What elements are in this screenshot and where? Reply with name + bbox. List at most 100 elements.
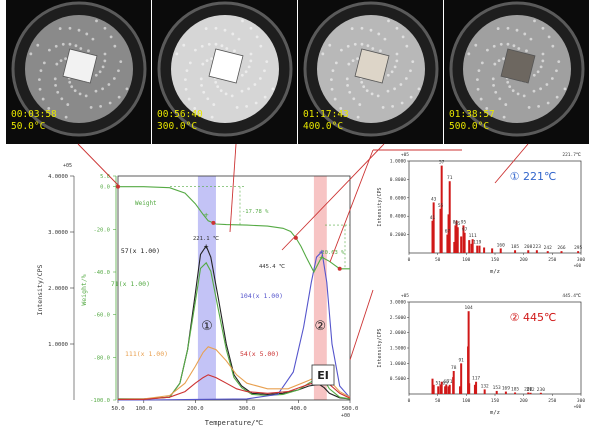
spectrum-y-tick-label: 0.4000 [390, 214, 407, 220]
texture-dot [557, 60, 561, 64]
texture-dot [399, 83, 403, 86]
spectrum-peak [463, 232, 466, 253]
spectrum-peak [455, 220, 458, 253]
texture-dot [263, 69, 266, 73]
texture-dot [42, 61, 46, 65]
texture-dot [47, 48, 51, 52]
texture-dot [506, 42, 510, 46]
spectrum-y-label: Intensity/CPS [377, 187, 383, 226]
texture-dot [517, 47, 521, 50]
texture-dot [502, 57, 505, 61]
photo-time: 01:38:57 [449, 109, 495, 120]
ei-label: EI [317, 369, 329, 382]
left-y-tick-label: 2.0000 [48, 286, 68, 292]
weight-legend-label: Weight [135, 200, 157, 207]
texture-dot [476, 87, 480, 91]
spectrum-peak [514, 392, 517, 394]
texture-dot [522, 94, 526, 98]
texture-dot [85, 32, 89, 36]
spectrum-peak [456, 227, 459, 253]
right-y-tick-label: -80.0 [93, 355, 110, 361]
texture-dot [405, 44, 409, 48]
spectrum-peak [539, 392, 542, 394]
texture-dot [393, 87, 396, 91]
texture-dot [36, 43, 40, 47]
series-label: 71(x 1.00) [111, 280, 150, 288]
right-y-tick-label: 5.0 [100, 174, 110, 180]
right-y-tick-label: 0.0 [100, 185, 110, 191]
spectrum-y-tick-label: 0.8000 [390, 177, 407, 183]
texture-dot [245, 105, 248, 108]
spectrum-peak-label: 65 [444, 379, 450, 385]
spectrum-peak-label: 295 [574, 245, 582, 251]
texture-dot [200, 44, 204, 48]
texture-dot [68, 42, 72, 46]
peak-temperature-label: 445.4 ℃ [259, 264, 286, 270]
spectrum-y-tick-label: 0.6000 [390, 195, 407, 201]
texture-dot [541, 52, 545, 56]
texture-dot [55, 62, 59, 66]
texture-dot [480, 61, 484, 65]
texture-dot [73, 89, 77, 93]
texture-dot [555, 95, 559, 99]
left-axis-label: Intensity/CPS [36, 264, 44, 315]
left-axis-exponent: +05 [63, 163, 72, 169]
spectrum-x-tick-label: 150 [491, 398, 499, 404]
texture-dot [112, 77, 116, 80]
texture-dot [99, 105, 102, 108]
texture-dot [347, 62, 351, 66]
texture-dot [494, 90, 498, 94]
texture-dot [493, 62, 497, 66]
texture-dot [362, 85, 366, 89]
spectrum-peak [446, 234, 449, 253]
texture-dot [117, 95, 121, 99]
texture-dot [200, 84, 203, 87]
spectrum-peak [460, 236, 463, 253]
texture-dot [550, 77, 554, 80]
texture-dot [391, 105, 394, 108]
spectrum-peak [535, 250, 538, 253]
spectrum-peak-label: 132 [481, 383, 489, 389]
texture-dot [74, 44, 78, 48]
right-axis-label: Weight/% [80, 274, 88, 305]
spectrum-peak [478, 245, 481, 253]
spectrum-peak-label: 242 [544, 245, 552, 251]
weight-marker [293, 235, 298, 240]
spectrum-peak [440, 165, 443, 253]
spectrum-peak [439, 384, 442, 394]
texture-dot [193, 107, 197, 110]
texture-dot [381, 106, 385, 109]
spectrum-peak-label: 57 [439, 160, 445, 166]
right-y-tick-label: -100.0 [90, 398, 110, 404]
crucible-image [157, 1, 293, 137]
texture-dot [485, 48, 489, 52]
texture-dot [360, 80, 364, 84]
ei-badge [311, 364, 335, 386]
texture-dot [184, 87, 188, 91]
texture-dot [182, 43, 186, 47]
texture-dot [59, 59, 63, 63]
texture-dot [78, 92, 82, 96]
texture-dot [498, 97, 502, 101]
texture-dot [485, 107, 489, 110]
spectrum-peak [471, 239, 474, 253]
texture-dot [214, 80, 218, 84]
texture-dot [224, 92, 228, 96]
texture-dot [353, 42, 357, 46]
texture-dot [511, 89, 515, 93]
texture-dot [506, 80, 510, 84]
texture-dot [356, 57, 359, 61]
texture-dot [379, 49, 382, 53]
spectrum-peak [483, 247, 486, 253]
texture-dot [532, 73, 536, 77]
texture-dot [366, 44, 370, 48]
texture-dot [95, 19, 98, 23]
texture-dot [523, 32, 527, 36]
x-tick-label: 500.0 [342, 406, 359, 412]
texture-dot [339, 107, 343, 110]
sample-block [500, 48, 536, 84]
spectrum-peak [577, 251, 580, 253]
texture-dot [265, 60, 269, 64]
spectrum-peak-label: 266 [557, 245, 565, 251]
